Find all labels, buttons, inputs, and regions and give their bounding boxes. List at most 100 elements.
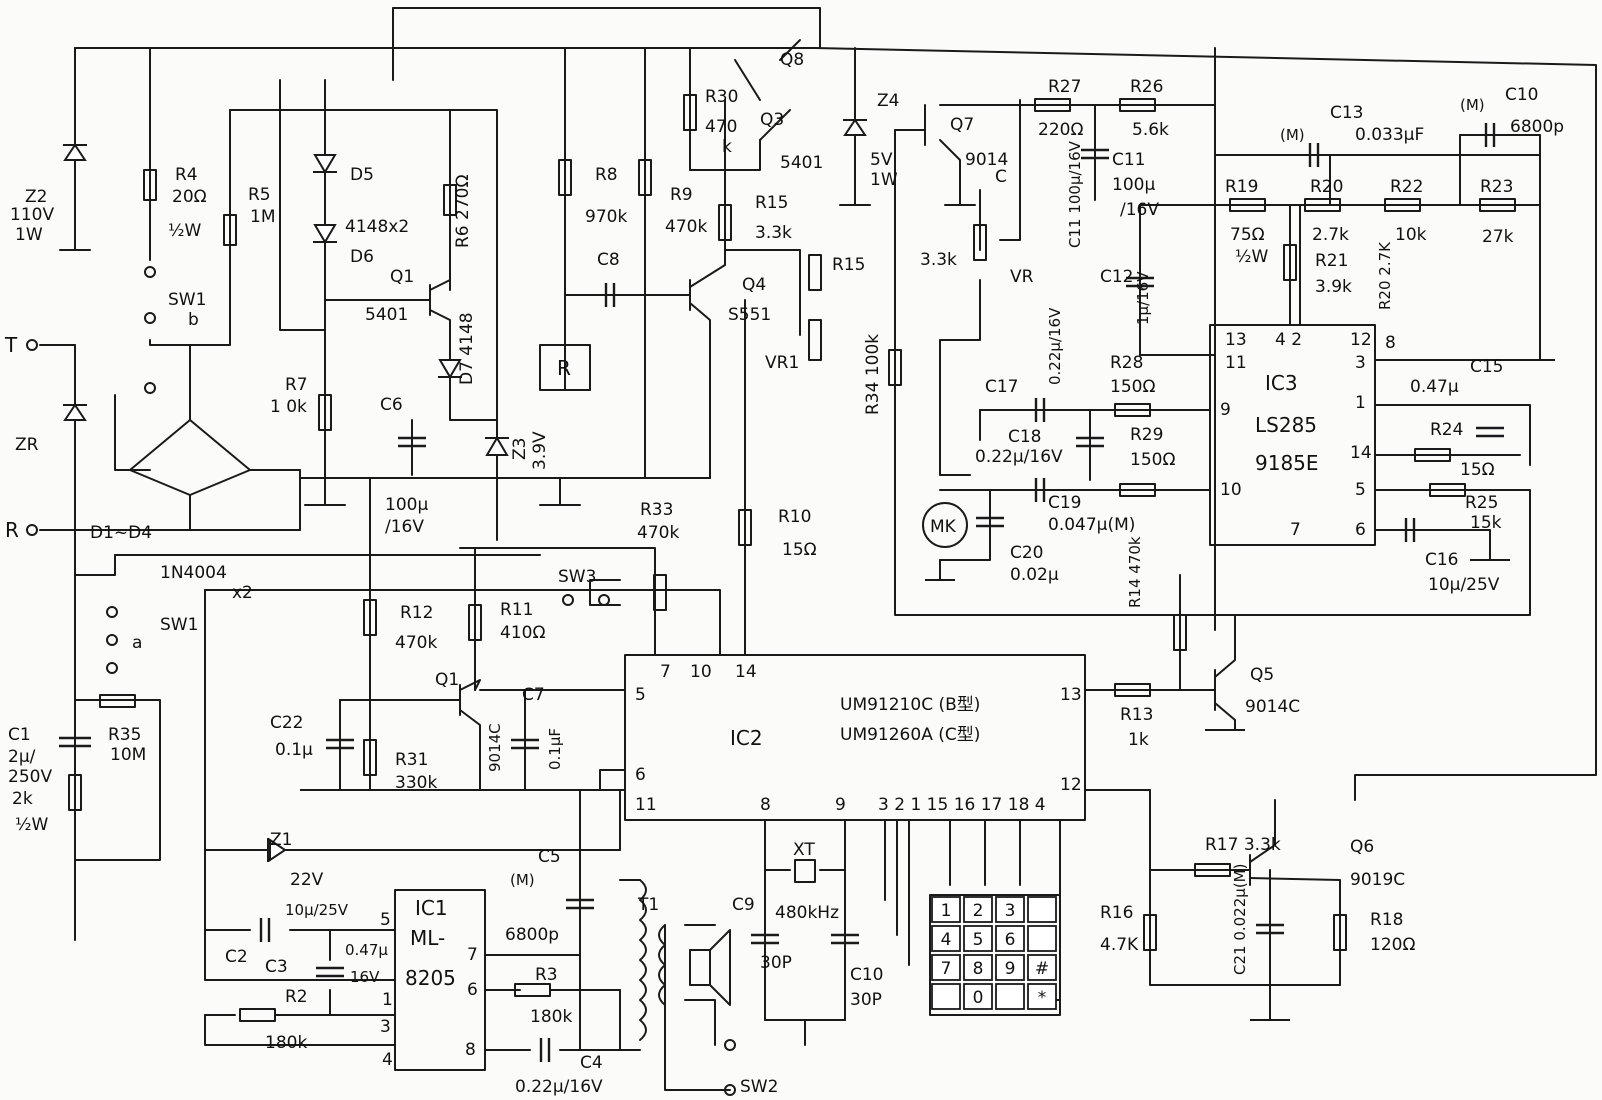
resistor-r3	[514, 983, 551, 997]
label-r13: R13	[1120, 705, 1153, 725]
label-c9-value: 30P	[760, 953, 792, 973]
keypad-key[interactable]	[1027, 925, 1057, 952]
ic1-box	[394, 889, 486, 1071]
label-ic3-p6: 6	[1355, 520, 1366, 540]
resistor-r34	[888, 349, 902, 386]
label-ic2-p12: 12	[1060, 775, 1082, 795]
resistor-r13	[1114, 683, 1151, 697]
label-r2-value: 180k	[265, 1033, 307, 1053]
resistor-r18	[1333, 914, 1347, 951]
keypad-key-label: 7	[941, 959, 952, 979]
label-r23: R23	[1480, 177, 1513, 197]
resistor-r28	[1114, 403, 1151, 417]
label-r26-value: 5.6k	[1132, 120, 1169, 140]
ic2-box	[624, 654, 1086, 821]
label-ic3-type: LS285	[1255, 413, 1317, 437]
keypad-key[interactable]	[931, 925, 961, 952]
label-c7-value: 0.1µF	[546, 728, 564, 770]
label-d1d4: D1~D4	[90, 523, 152, 543]
label-r29: R29	[1130, 425, 1163, 445]
keypad-key[interactable]	[1027, 896, 1057, 923]
label-c10b-value: 30P	[850, 990, 882, 1010]
label-ic3-code: 9185E	[1255, 451, 1319, 475]
resistor-r7	[318, 394, 332, 431]
switch-sw3-contact[interactable]	[562, 594, 574, 606]
switch-sw1b-contact2[interactable]	[144, 312, 156, 324]
label-xt-value: 480kHz	[775, 903, 839, 923]
label-c11-value: 100µ	[1112, 175, 1155, 195]
label-c1-watt: ½W	[15, 815, 48, 835]
label-c3: C3	[265, 957, 288, 977]
keypad-box	[929, 894, 1061, 1016]
label-c21: C21 0.022µ(M)	[1231, 864, 1249, 975]
resistor-r30	[683, 94, 697, 131]
label-r16-value: 4.7K	[1100, 935, 1139, 955]
label-c7: C7	[522, 685, 545, 705]
keypad-key[interactable]	[995, 925, 1025, 952]
switch-sw1a-contact3[interactable]	[106, 662, 118, 674]
label-q4-type: S551	[728, 305, 771, 325]
label-r35-value: 10M	[110, 745, 146, 765]
label-r10: R10	[778, 507, 811, 527]
label-r24: R24	[1430, 420, 1463, 440]
switch-sw1a-contact2[interactable]	[106, 634, 118, 646]
label-q1a: Q1	[390, 267, 414, 287]
keypad-key[interactable]	[963, 925, 993, 952]
switch-sw2-contact2[interactable]	[724, 1084, 736, 1096]
label-t1: T1	[637, 895, 659, 915]
label-c2: C2	[225, 947, 248, 967]
label-r15a: R15	[755, 193, 788, 213]
keypad-key[interactable]	[1027, 954, 1057, 981]
keypad-key[interactable]	[963, 896, 993, 923]
label-ic1-l1: ML-	[410, 926, 445, 950]
ic3-box	[1209, 324, 1376, 546]
keypad-key[interactable]	[1027, 983, 1057, 1010]
label-ic2-p7: 7	[660, 662, 671, 682]
resistor-r5	[223, 214, 237, 246]
sw1b-pole[interactable]	[144, 382, 156, 394]
label-r15a-value: 3.3k	[755, 223, 792, 243]
keypad-key[interactable]	[995, 896, 1025, 923]
keypad-key[interactable]	[931, 954, 961, 981]
label-c22: C22	[270, 713, 304, 733]
label-r27: R27	[1048, 77, 1081, 97]
label-c1: C1	[8, 725, 31, 745]
label-ic2-line1: UM91210C (B型)	[840, 695, 980, 715]
label-c13: C13	[1330, 103, 1364, 123]
label-ic3-p1: 1	[1355, 393, 1366, 413]
label-z2: Z2	[25, 187, 47, 207]
resistor-r12	[363, 599, 377, 636]
keypad-key[interactable]	[963, 954, 993, 981]
keypad-key-label: 9	[1005, 959, 1016, 979]
resistor-r8	[558, 159, 572, 196]
keypad-key[interactable]	[995, 983, 1025, 1010]
label-c5: C5	[538, 847, 561, 867]
label-r4-value: 20Ω	[172, 187, 207, 207]
label-ic1-p4: 4	[382, 1050, 393, 1070]
keypad-key[interactable]	[963, 983, 993, 1010]
label-z3-volt: 3.9V	[530, 431, 550, 470]
label-ic1-p5: 5	[380, 910, 391, 930]
label-ic2-line2: UM91260A (C型)	[840, 725, 980, 745]
label-c15: C15	[1470, 357, 1504, 377]
label-sw1a: SW1	[160, 615, 198, 635]
switch-sw1a-contact[interactable]	[106, 606, 118, 618]
keypad-key-label: 2	[973, 901, 984, 921]
switch-sw2-contact[interactable]	[724, 1039, 736, 1051]
label-ic2-p10: 10	[690, 662, 712, 682]
label-ic3-p5: 5	[1355, 480, 1366, 500]
speaker-body	[689, 949, 711, 986]
keypad-key[interactable]	[931, 896, 961, 923]
label-r26: R26	[1130, 77, 1163, 97]
switch-sw1b-contact[interactable]	[144, 266, 156, 278]
label-ic3-p7: 7	[1290, 520, 1301, 540]
keypad-key[interactable]	[995, 954, 1025, 981]
switch-sw3-contact2[interactable]	[598, 594, 610, 606]
keypad-key[interactable]	[931, 983, 961, 1010]
label-c12: C12	[1100, 267, 1134, 287]
resistor-r17	[1194, 863, 1231, 877]
resistor-r25	[1429, 483, 1466, 497]
label-vr-value: 3.3k	[920, 250, 957, 270]
resistor-r4	[143, 169, 157, 201]
